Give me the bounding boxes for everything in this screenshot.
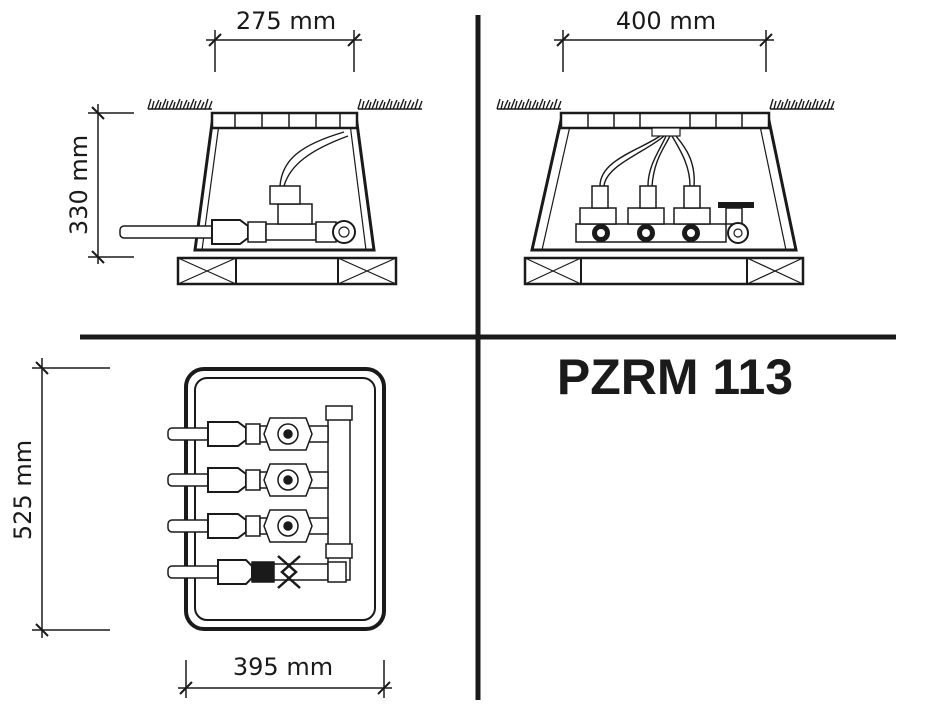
side-view: 275 mm 330 mm xyxy=(65,7,423,286)
front-view: 400 mm xyxy=(496,7,835,286)
top-width-label: 395 mm xyxy=(233,653,333,681)
model-title: PZRM 113 xyxy=(557,349,793,405)
front-width-label: 400 mm xyxy=(616,7,716,35)
side-width-label: 275 mm xyxy=(236,7,336,35)
top-view: 525 mm 395 mm xyxy=(9,358,392,698)
side-height-label: 330 mm xyxy=(65,135,93,235)
top-height-label: 525 mm xyxy=(9,440,37,540)
